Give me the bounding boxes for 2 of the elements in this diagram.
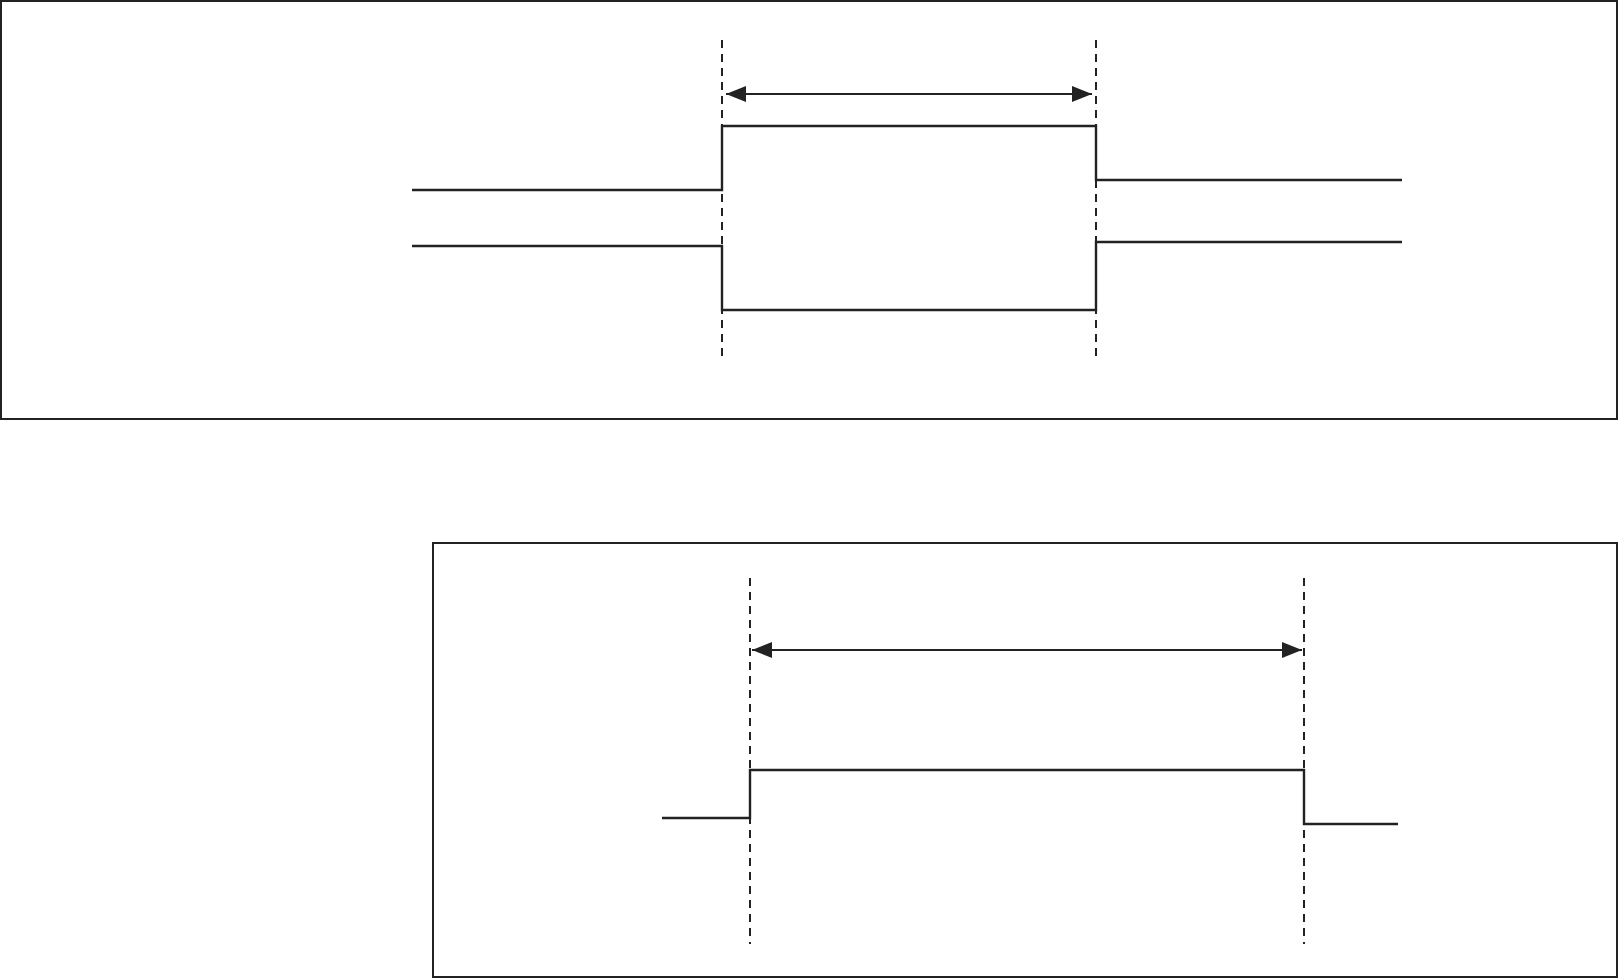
diagram-panel [0,0,1618,420]
diagram-panel [432,542,1618,978]
